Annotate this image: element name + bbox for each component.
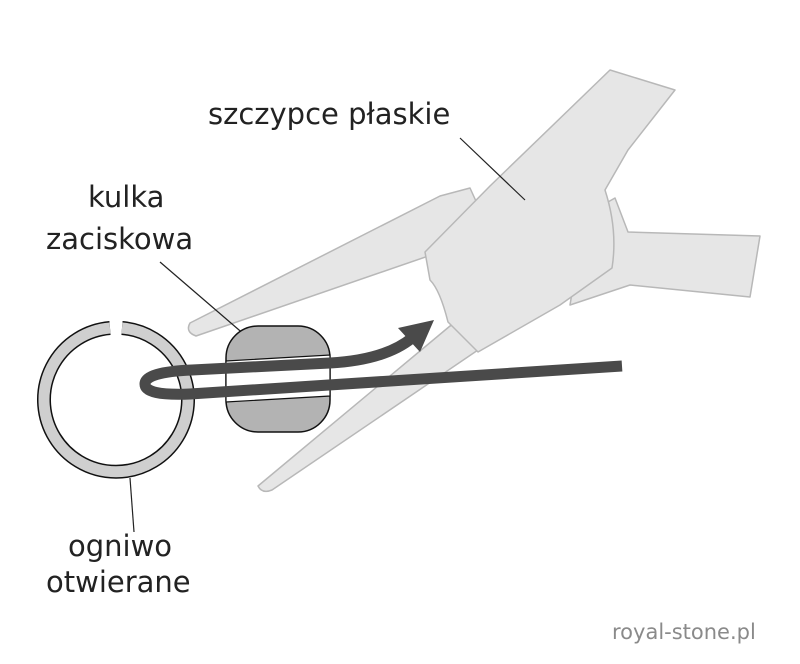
pliers-body <box>424 69 676 353</box>
label-crimp-bead-2: zaciskowa <box>46 222 194 256</box>
leader-lines <box>129 137 526 533</box>
label-pliers: szczypce płaskie <box>208 97 451 131</box>
leader-line-bead <box>159 261 254 343</box>
pliers-upper-jaw <box>187 187 481 337</box>
crimp-bead <box>225 325 331 433</box>
label-jump-ring-1: ogniwo <box>68 529 173 563</box>
pliers-lower-handle <box>569 197 761 306</box>
leader-line-ring <box>129 477 135 533</box>
label-crimp-bead-1: kulka <box>88 180 165 214</box>
wire <box>139 333 623 400</box>
arrow-head-icon <box>398 320 434 352</box>
jump-ring-fill <box>38 322 194 478</box>
label-jump-ring-2: otwierane <box>46 565 191 599</box>
watermark: royal-stone.pl <box>612 620 756 644</box>
wire-loop <box>139 333 623 400</box>
flat-nose-pliers <box>187 69 761 493</box>
leader-line-pliers <box>459 137 526 201</box>
jump-ring <box>37 321 195 479</box>
